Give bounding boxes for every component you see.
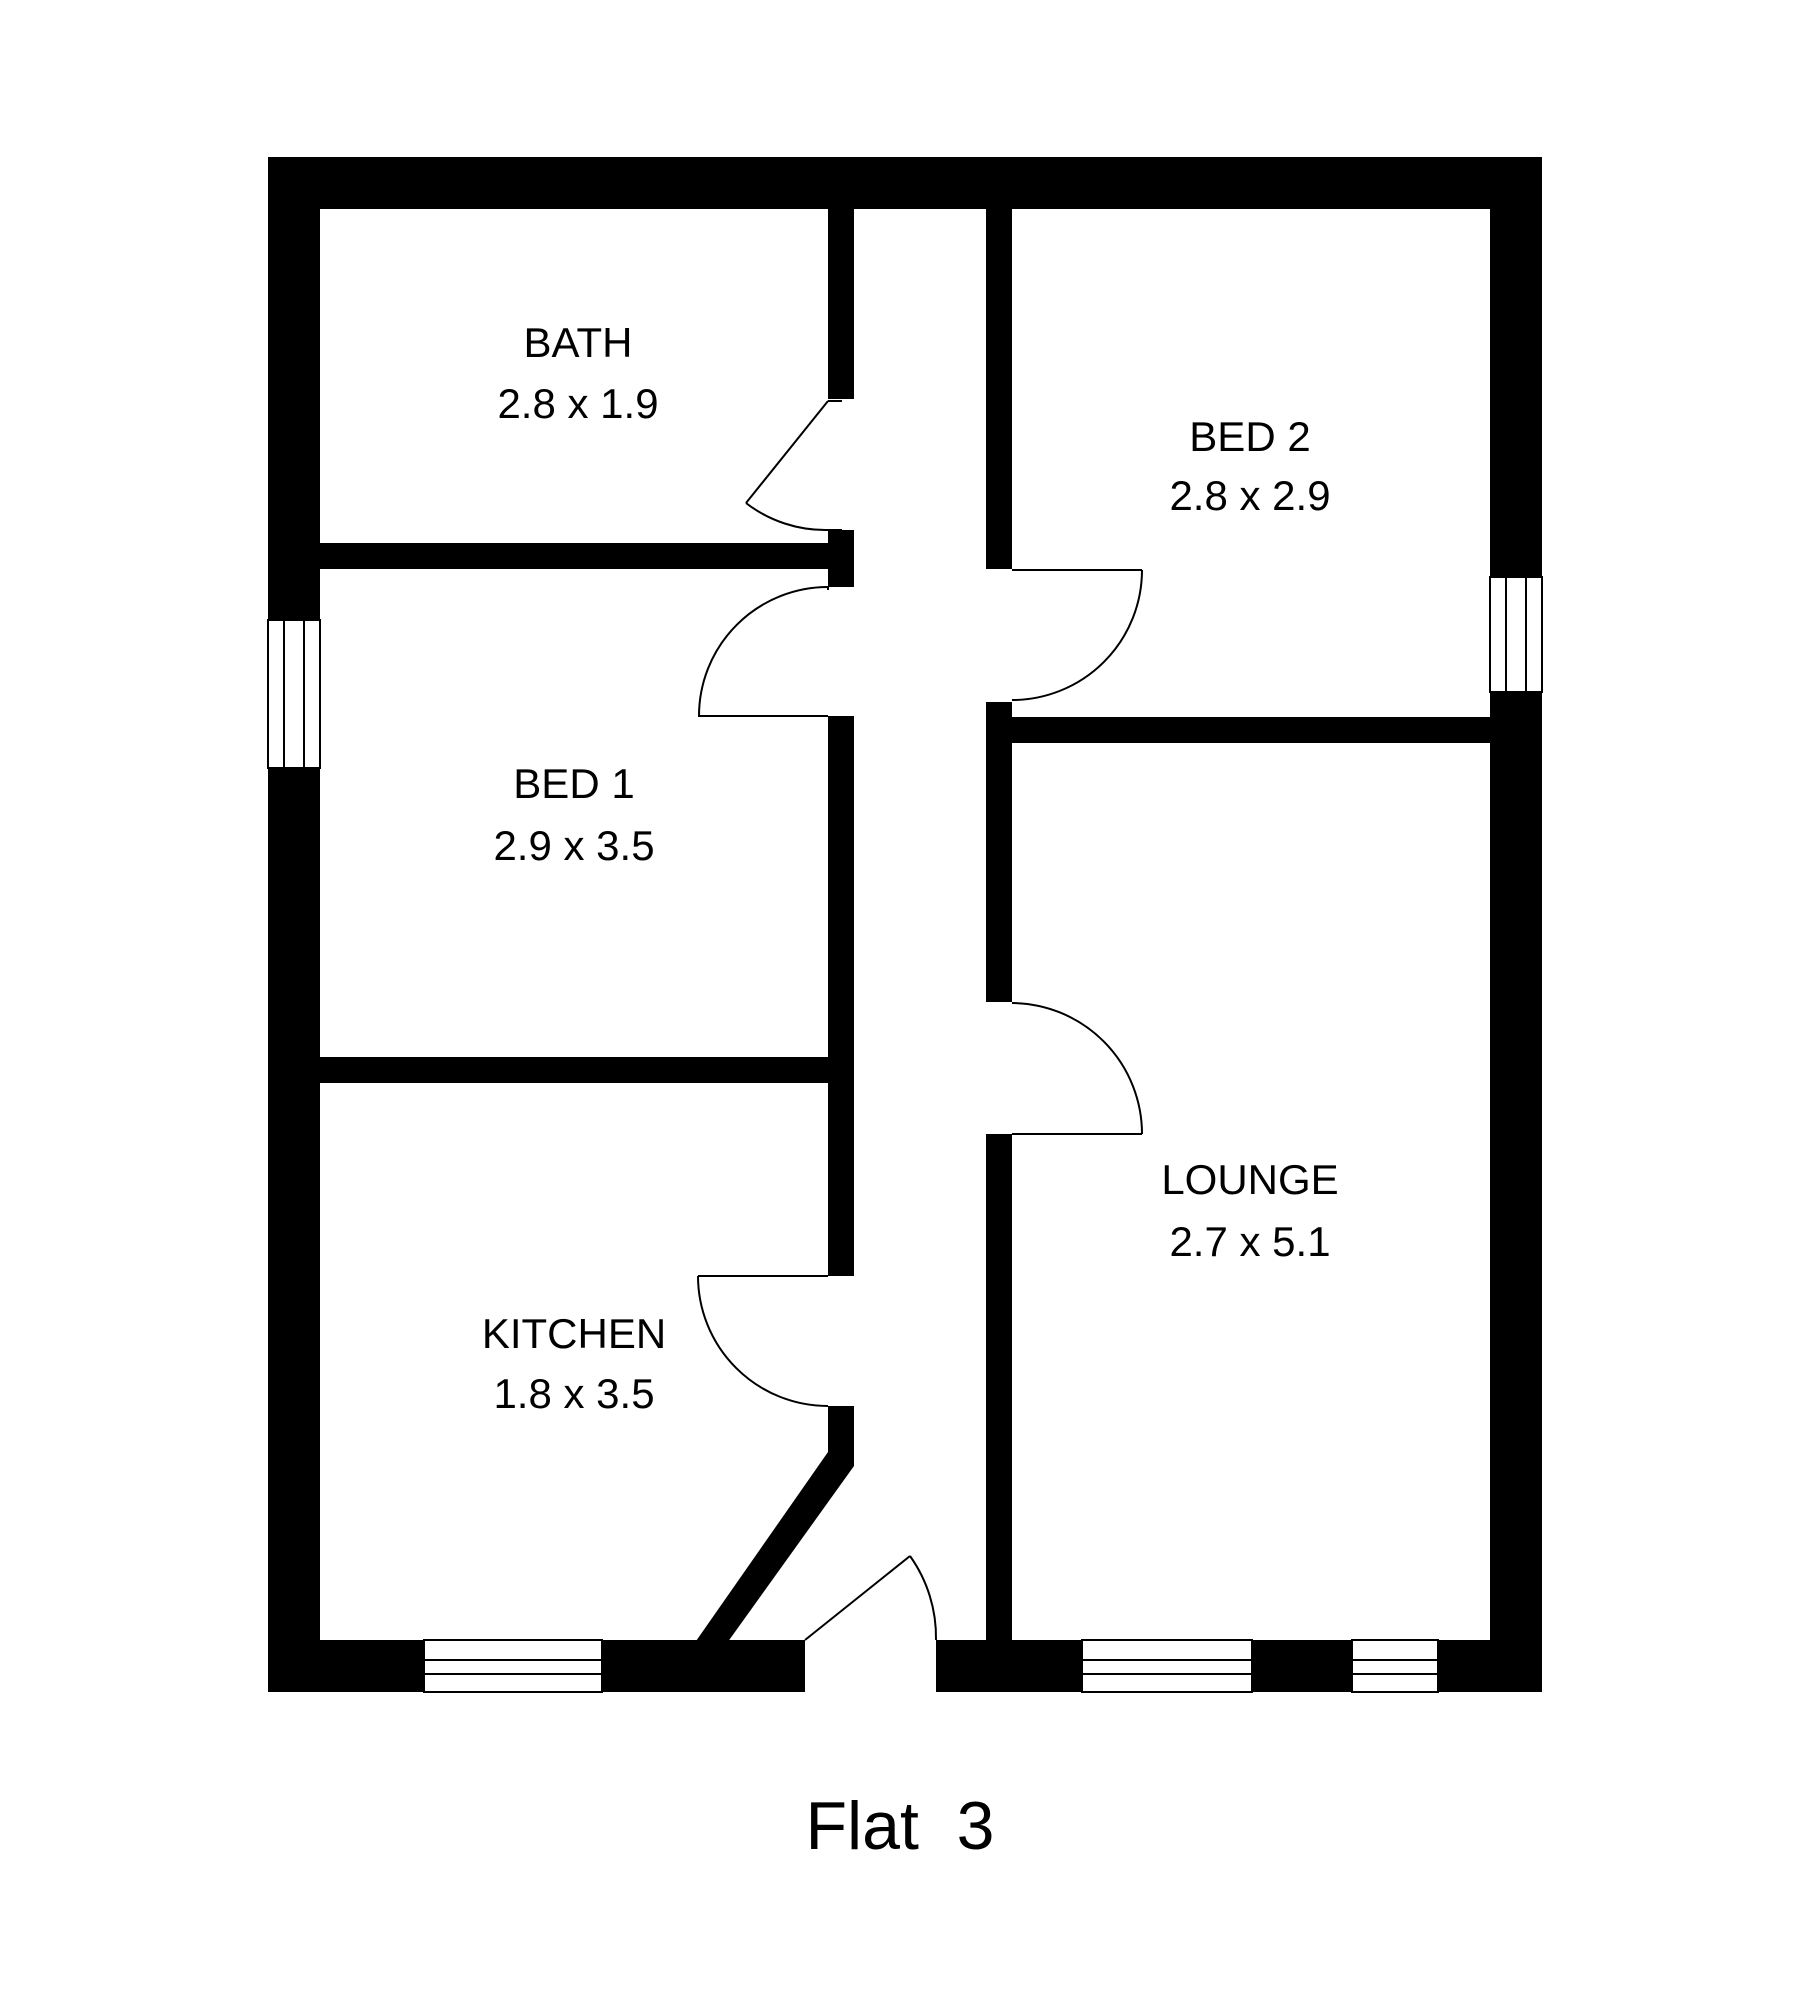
outer-wall-bottom-4 <box>1252 1640 1352 1692</box>
room-dimensions-bath: 2.8 x 1.9 <box>497 380 658 427</box>
wall-bath-bed1 <box>320 543 828 569</box>
window-lounge-1 <box>1081 1639 1253 1693</box>
outer-wall-right-upper <box>1490 157 1542 577</box>
wall-kitchen-angled <box>680 1448 854 1664</box>
door-lounge <box>1011 1002 1143 1135</box>
room-name-kitchen: KITCHEN <box>482 1310 666 1357</box>
door-bath <box>745 400 842 532</box>
outer-wall-bottom-3 <box>936 1640 1082 1692</box>
corridor-left-wall-4 <box>828 1406 854 1448</box>
corridor-left-wall-1 <box>828 209 854 399</box>
window-right <box>1489 576 1543 693</box>
outer-wall-left-upper <box>268 157 320 620</box>
room-labels: BATH 2.8 x 1.9 BED 2 2.8 x 2.9 BED 1 2.9… <box>482 319 1339 1417</box>
wall-bed2-lounge <box>1012 717 1490 743</box>
corridor-right-wall-3 <box>986 1134 1012 1640</box>
doors <box>697 400 1143 1641</box>
room-dimensions-kitchen: 1.8 x 3.5 <box>493 1370 654 1417</box>
room-name-bath: BATH <box>524 319 633 366</box>
room-name-lounge: LOUNGE <box>1161 1156 1338 1203</box>
wall-bed1-kitchen <box>320 1057 828 1083</box>
window-left <box>267 619 321 769</box>
room-dimensions-lounge: 2.7 x 5.1 <box>1169 1218 1330 1265</box>
corridor-left-wall-2 <box>828 530 854 587</box>
windows <box>267 576 1543 1693</box>
outer-wall-top <box>268 157 1542 209</box>
room-name-bed-1: BED 1 <box>513 760 634 807</box>
window-kitchen <box>423 1639 603 1693</box>
door-kitchen <box>697 1275 829 1407</box>
door-bed1 <box>698 586 829 717</box>
outer-wall-right-lower <box>1490 692 1542 1692</box>
corridor-right-wall-1 <box>986 209 1012 569</box>
outer-walls <box>268 157 1542 1692</box>
outer-wall-left-lower <box>268 768 320 1692</box>
corridor-right-wall-2 <box>986 702 1012 1002</box>
door-bed2 <box>1011 569 1143 701</box>
outer-wall-bottom-1 <box>268 1640 424 1692</box>
outer-wall-bottom-5 <box>1438 1640 1542 1692</box>
corridor-left-wall-3 <box>828 716 854 1276</box>
interior-walls <box>320 209 1490 1664</box>
window-lounge-2 <box>1351 1639 1439 1693</box>
plan-title: Flat 3 <box>806 1788 995 1864</box>
room-dimensions-bed-1: 2.9 x 3.5 <box>493 822 654 869</box>
room-dimensions-bed-2: 2.8 x 2.9 <box>1169 472 1330 519</box>
room-name-bed-2: BED 2 <box>1189 413 1310 460</box>
door-entrance <box>804 1555 938 1641</box>
